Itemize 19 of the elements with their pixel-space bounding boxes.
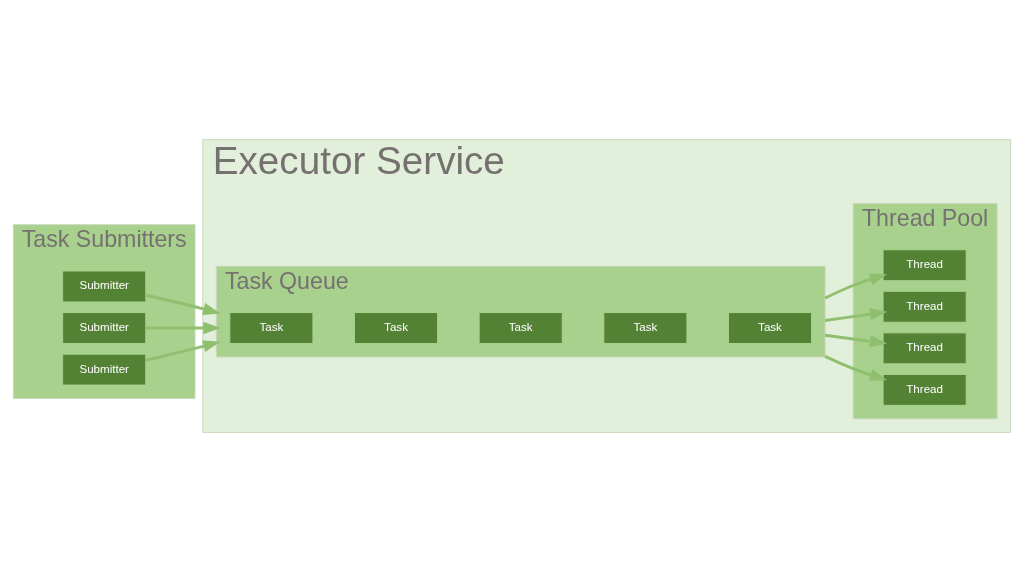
- arrow: [824, 273, 888, 300]
- node-box: Task: [727, 312, 813, 344]
- arrow: [824, 308, 888, 322]
- node-box: Submitter: [62, 270, 147, 303]
- node-box: Task: [354, 312, 439, 344]
- arrow: [824, 355, 888, 381]
- node-box: Thread: [882, 332, 967, 365]
- node-box: Task: [603, 312, 688, 344]
- arrow: [824, 333, 888, 348]
- node-box: Submitter: [62, 312, 147, 344]
- node-box: Thread: [882, 290, 967, 323]
- arrow: [145, 293, 221, 315]
- arrow: [145, 340, 221, 362]
- node-box: Thread: [882, 373, 967, 406]
- node-box: Task: [478, 312, 563, 344]
- node-box: Task: [229, 312, 314, 344]
- node-box: Submitter: [62, 353, 147, 386]
- arrow: [146, 321, 221, 335]
- node-box: Thread: [882, 249, 967, 282]
